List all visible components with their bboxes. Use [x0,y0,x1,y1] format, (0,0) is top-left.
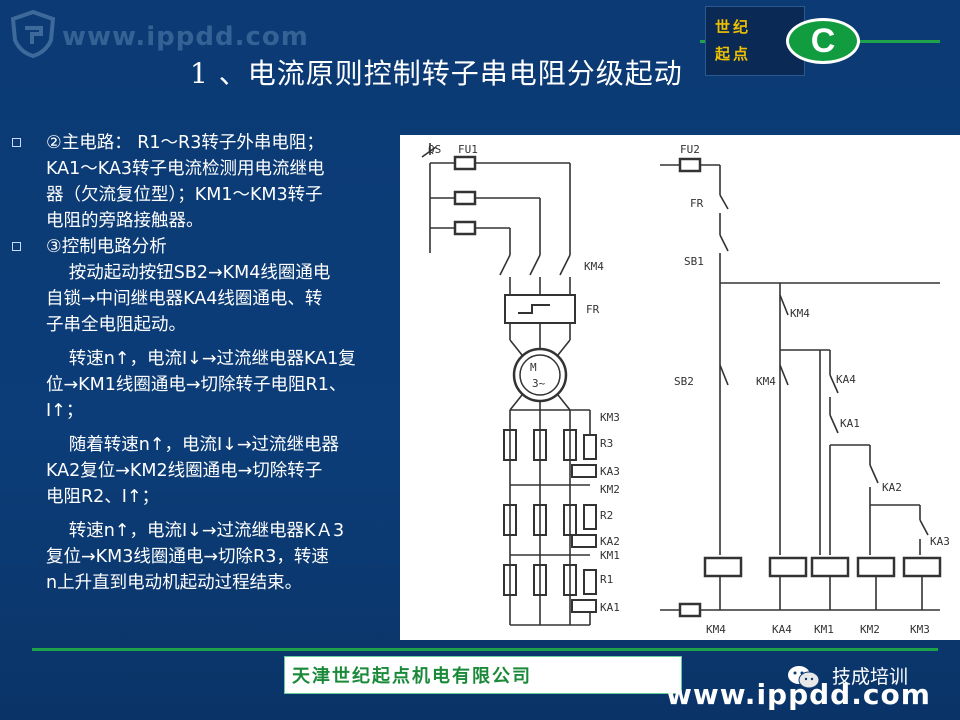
text-line: 器（欠流复位型）；KM1～KM3转子 [46,185,323,205]
label-coil-km3: KM3 [910,623,930,636]
label-km4-contact: KM4 [756,375,776,388]
label-sb2: SB2 [674,375,694,388]
label-fu2: FU2 [680,143,700,156]
label-ka4: KA4 [836,373,856,386]
paragraph-start: 按动起动按钮SB2→KM4线圈通电 自锁→中间继电器KA4线圈通电、转 子串全电… [12,260,402,338]
watermark-url: www.ippdd.com [62,22,309,52]
label-ka1: KA1 [840,417,860,430]
text-line: ②主电路： R1～R3转子外串电阻； [46,133,324,153]
label-coil-km1: KM1 [814,623,834,636]
text-line: 电阻R2、I↑； [46,487,160,507]
label-r2: R2 [600,509,613,522]
label-ka2-coil: KA2 [600,535,620,548]
text-line: ③控制电路分析 [46,237,167,257]
text-line: n上升直到电动机起动过程结束。 [46,573,303,593]
label-r1: R1 [600,573,613,586]
label-motor-3: 3~ [532,377,546,390]
text-line: I↑； [46,401,84,421]
label-km4-main: KM4 [584,260,604,273]
label-coil-km2: KM2 [860,623,880,636]
label-fu1: FU1 [458,143,478,156]
label-fr-main: FR [586,303,600,316]
label-ka3: KA3 [930,535,950,548]
text-line: 随着转速n↑，电流I↓→过流继电器 [68,435,339,455]
label-km3: KM3 [600,411,620,424]
brand-text-line1: 世纪 [715,18,752,36]
paragraph-ka2: 随着转速n↑，电流I↓→过流继电器 KA2复位→KM2线圈通电→切除转子 电阻R… [12,432,402,510]
slide-title: 1 、电流原则控制转子串电阻分级起动 [190,57,683,90]
label-km1: KM1 [600,549,620,562]
paragraph-ka3: 转速n↑，电流I↓→过流继电器KＡ3 复位→KM3线圈通电→切除R3，转速 n上… [12,518,402,596]
label-r3: R3 [600,437,613,450]
bullet-main-circuit: ②主电路： R1～R3转子外串电阻； KA1～KA3转子电流检测用电流继电 器（… [12,130,402,234]
footer-divider [32,648,938,651]
text-line: KA1～KA3转子电流检测用电流继电 [46,159,325,179]
label-coil-km4: KM4 [706,623,726,636]
text-line: 自锁→中间继电器KA4线圈通电、转 [46,289,323,309]
square-bullet-icon [12,242,21,251]
text-line: 按动起动按钮SB2→KM4线圈通电 [68,263,331,283]
footer-url: www.ippdd.com [666,678,931,711]
content-text: ②主电路： R1～R3转子外串电阻； KA1～KA3转子电流检测用电流继电 器（… [12,130,402,596]
label-coil-ka4: KA4 [772,623,792,636]
label-ka1-coil: KA1 [600,601,620,614]
label-motor-m: M [530,361,537,374]
text-line: 子串全电阻起动。 [46,315,186,335]
square-bullet-icon [12,138,21,147]
paragraph-ka1: 转速n↑，电流I↓→过流继电器KA1复 位→KM1线圈通电→切除转子电阻R1、 … [12,346,402,424]
bullet-control-circuit: ③控制电路分析 [12,234,402,260]
footer-company-box [284,656,682,694]
footer-company-name: 天津世纪起点机电有限公司 [292,666,532,687]
text-line: 电阻的旁路接触器。 [46,211,204,231]
text-line: 转速n↑，电流I↓→过流继电器KA1复 [68,349,356,369]
text-line: KA2复位→KM2线圈通电→切除转子 [46,461,323,481]
label-sb1: SB1 [684,255,704,268]
shield-logo-icon [10,10,56,58]
brand-text-line2: 起点 [715,45,752,63]
footer-wechat-text: 技成培训 [832,666,909,688]
text-line: 位→KM1线圈通电→切除转子电阻R1、 [46,375,347,395]
label-ka3-coil: KA3 [600,465,620,478]
label-km4-hold: KM4 [790,307,810,320]
wechat-icon [788,666,820,689]
text-line: 复位→KM3线圈通电→切除R3，转速 [46,547,329,567]
text-line: 转速n↑，电流I↓→过流继电器KＡ3 [68,521,345,541]
brand-c-badge-icon: C [786,18,860,64]
label-fr-control: FR [690,197,704,210]
label-ka2: KA2 [882,481,902,494]
label-km2: KM2 [600,483,620,496]
label-qs: QS [428,143,441,156]
circuit-diagram: QS FU1 FU2 FR KM4 FR M 3~ SB1 SB2 KM4 KM… [400,135,960,640]
